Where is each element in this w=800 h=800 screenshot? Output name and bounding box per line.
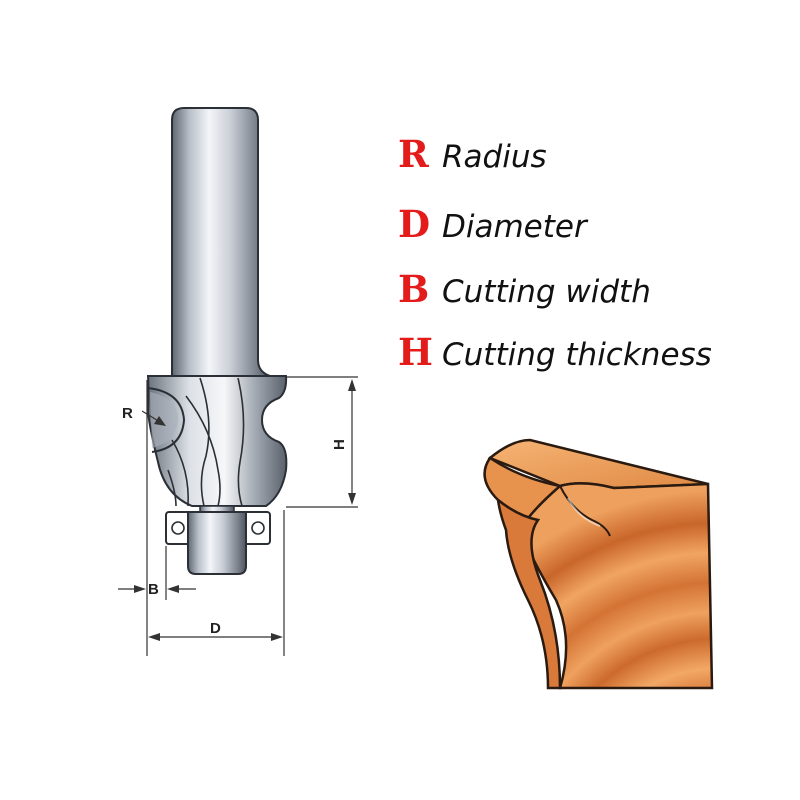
legend-term-radius: Radius <box>442 139 547 175</box>
legend-term-diameter: Diameter <box>442 209 587 245</box>
diameter-dimension-label: D <box>210 620 221 637</box>
width-dimension-label: B <box>148 581 159 598</box>
legend-letter-r: R <box>398 132 429 176</box>
legend-letter-h: H <box>398 330 433 374</box>
legend-item-cutting-thickness: H Cutting thickness <box>398 330 712 374</box>
legend-letter-b: B <box>398 267 430 311</box>
flute-lines <box>167 377 245 507</box>
cutter-body <box>146 375 288 507</box>
legend-item-cutting-width: B Cutting width <box>398 267 651 311</box>
legend-term-cutting-width: Cutting width <box>442 274 651 310</box>
radius-groove-left <box>147 387 186 453</box>
wood-profile-illustration <box>483 438 714 690</box>
height-dimension-label: H <box>331 439 348 450</box>
wood-side-face <box>496 497 562 690</box>
legend-letter-d: D <box>398 202 431 246</box>
legend-item-radius: R Radius <box>398 132 547 176</box>
dimension-lines <box>118 376 358 656</box>
router-bit <box>146 107 288 575</box>
legend-item-diameter: D Diameter <box>398 202 587 246</box>
radius-dimension-label: R <box>122 405 133 422</box>
pilot <box>187 511 247 575</box>
shank <box>170 107 271 377</box>
legend-term-cutting-thickness: Cutting thickness <box>442 337 712 373</box>
